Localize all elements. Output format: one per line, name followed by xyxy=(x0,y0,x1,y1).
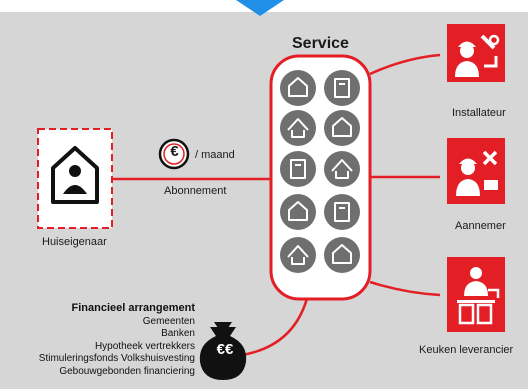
house-temperature-icon xyxy=(324,70,360,106)
thermostat-icon xyxy=(280,151,316,187)
finance-title: Financieel arrangement xyxy=(71,302,196,314)
kitchen-supplier-icon xyxy=(457,267,500,325)
wall-insulation-icon xyxy=(324,194,360,230)
finance-item: Gebouwgebonden financiering xyxy=(59,365,195,377)
window-insulation-icon xyxy=(280,194,316,230)
finance-item: Gemeenten xyxy=(142,315,195,327)
house-person-icon xyxy=(51,146,99,204)
per-month-label: / maand xyxy=(195,149,235,161)
service-title: Service xyxy=(292,35,349,52)
house-fire-icon xyxy=(280,110,316,146)
contractor-box xyxy=(447,138,505,204)
euro-symbol: € xyxy=(170,143,179,160)
homeowner-label: Huiseigenaar xyxy=(42,236,107,248)
money-bag-icon xyxy=(199,322,247,380)
installer-worker-icon xyxy=(455,34,500,77)
service-kitchen-line xyxy=(369,280,441,297)
installer-box xyxy=(447,24,505,82)
service-icons xyxy=(280,70,360,273)
finance-item: Hypotheek vertrekkers xyxy=(94,340,195,352)
installer-label: Installateur xyxy=(452,107,506,119)
euro-coin-icon xyxy=(158,138,190,170)
finance-item: Stimuleringsfonds Volkshuisvesting xyxy=(38,353,195,364)
boiler-meter-icon xyxy=(280,70,316,106)
roof-insulation-icon xyxy=(324,151,360,187)
service-installer-line xyxy=(369,53,441,76)
cooking-pot-icon xyxy=(324,237,360,273)
kitchen-supplier-box xyxy=(447,257,505,332)
finance-item: Banken xyxy=(161,328,195,339)
contractor-worker-icon xyxy=(456,150,498,196)
subscription-label: Abonnement xyxy=(164,185,227,197)
top-arrow-indicator xyxy=(236,0,284,16)
roof-solar-icon xyxy=(324,110,360,146)
homeowner-box xyxy=(37,128,113,229)
money-bag-euro-symbol: €€ xyxy=(216,341,234,358)
finance-block: Financieel arrangement Gemeenten Banken … xyxy=(39,302,195,378)
kitchen-supplier-label: Keuken leverancier xyxy=(419,344,514,356)
contractor-label: Aannemer xyxy=(455,220,506,232)
meter-device-icon xyxy=(280,237,316,273)
